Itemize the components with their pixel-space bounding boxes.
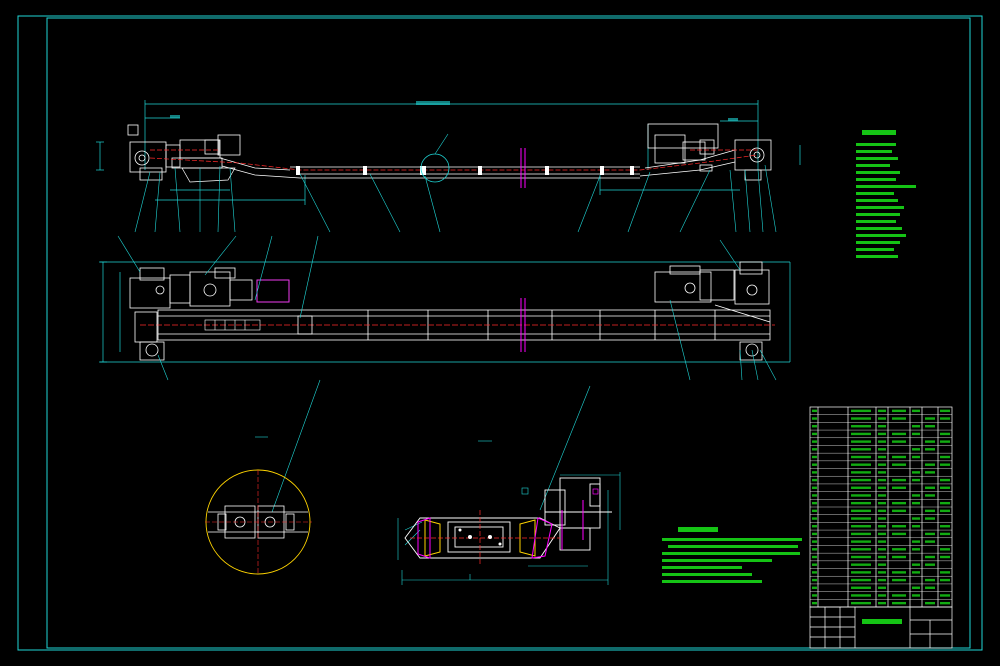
plan-view <box>99 235 791 513</box>
cross-section <box>397 440 621 585</box>
detail-circle <box>205 436 312 575</box>
technical-characteristics <box>856 130 916 258</box>
title-block <box>809 606 953 649</box>
elevation-view <box>96 100 801 233</box>
technical-requirements <box>662 527 802 583</box>
drawing-frame <box>17 15 983 651</box>
parts-list <box>809 406 953 608</box>
